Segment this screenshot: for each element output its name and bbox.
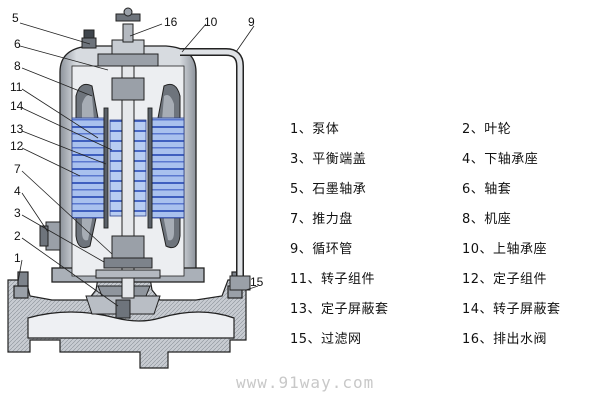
top-bearing-seat bbox=[97, 39, 159, 67]
parts-row: 11、转子组件 12、定子组件 bbox=[290, 268, 590, 298]
stator-core bbox=[71, 117, 185, 219]
part-label: 5、石墨轴承 bbox=[290, 182, 367, 197]
part-label: 14、转子屏蔽套 bbox=[462, 302, 561, 317]
part-label: 15、过滤网 bbox=[290, 332, 362, 347]
parts-row: 13、定子屏蔽套 14、转子屏蔽套 bbox=[290, 298, 590, 328]
parts-row: 3、平衡端盖 4、下轴承座 bbox=[290, 148, 590, 178]
callout-8: 8 bbox=[14, 59, 21, 73]
part-label: 10、上轴承座 bbox=[462, 242, 548, 257]
part-label: 13、定子屏蔽套 bbox=[290, 302, 389, 317]
callout-4: 4 bbox=[14, 184, 21, 198]
callout-15: 15 bbox=[250, 275, 264, 289]
side-flange bbox=[39, 221, 61, 251]
vent-plug bbox=[81, 29, 97, 49]
part-label: 6、轴套 bbox=[462, 182, 512, 197]
callout-7: 7 bbox=[14, 162, 21, 176]
part-label: 16、排出水阀 bbox=[462, 332, 548, 347]
parts-row: 1、泵体 2、叶轮 bbox=[290, 118, 590, 148]
drain-valve bbox=[115, 7, 141, 43]
parts-row: 15、过滤网 16、排出水阀 bbox=[290, 328, 590, 358]
watermark: www.91way.com bbox=[236, 373, 375, 392]
callout-6: 6 bbox=[14, 37, 21, 51]
callout-12: 12 bbox=[10, 139, 24, 153]
parts-list: 1、泵体 2、叶轮 3、平衡端盖 4、下轴承座 5、石墨轴承 6、轴套 7、推力… bbox=[290, 118, 590, 358]
parts-row: 5、石墨轴承 6、轴套 bbox=[290, 178, 590, 208]
callout-labels: 5 16 10 9 6 8 11 14 13 12 7 4 3 2 1 15 bbox=[10, 11, 264, 289]
circulation-pipe bbox=[180, 48, 251, 291]
shield-sleeves bbox=[103, 107, 153, 229]
callout-2: 2 bbox=[14, 229, 21, 243]
callout-9: 9 bbox=[248, 15, 255, 29]
callout-1: 1 bbox=[14, 251, 21, 265]
shaft bbox=[95, 61, 161, 299]
rotor-assembly bbox=[109, 119, 147, 217]
part-label: 3、平衡端盖 bbox=[290, 152, 367, 167]
part-label: 7、推力盘 bbox=[290, 212, 353, 227]
callout-10: 10 bbox=[204, 15, 218, 29]
part-label: 8、机座 bbox=[462, 212, 512, 227]
pump-body bbox=[7, 271, 247, 369]
callout-leaders bbox=[17, 22, 259, 307]
callout-5: 5 bbox=[12, 11, 19, 25]
callout-13: 13 bbox=[10, 122, 24, 136]
part-label: 4、下轴承座 bbox=[462, 152, 539, 167]
parts-row: 9、循环管 10、上轴承座 bbox=[290, 238, 590, 268]
callout-16: 16 bbox=[164, 15, 178, 29]
part-label: 2、叶轮 bbox=[462, 122, 512, 137]
part-label: 9、循环管 bbox=[290, 242, 353, 257]
parts-row: 7、推力盘 8、机座 bbox=[290, 208, 590, 238]
callout-14: 14 bbox=[10, 99, 24, 113]
part-label: 11、转子组件 bbox=[290, 272, 376, 287]
callout-3: 3 bbox=[14, 206, 21, 220]
part-label: 12、定子组件 bbox=[462, 272, 548, 287]
callout-11: 11 bbox=[10, 80, 23, 94]
part-label: 1、泵体 bbox=[290, 122, 340, 137]
